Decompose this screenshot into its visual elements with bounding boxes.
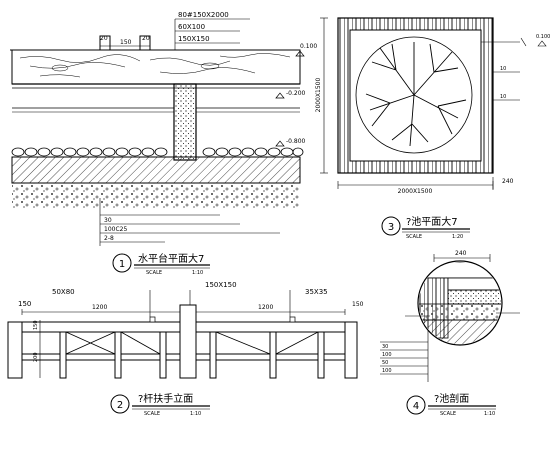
rail-dim-top-4: 150 [18,300,31,308]
layer-note-3: 100C25 [104,226,127,233]
section-layer-4: 50 [382,360,388,366]
layer-note-4: 2-8 [104,235,114,242]
rail-left-dim-2: 200 [33,352,39,362]
plan-callout-3: 10 [500,94,506,100]
rail-span-2: 1200 [258,304,273,311]
section-layer-2: 30 [382,344,388,350]
dim-top-3: 20 [142,35,150,42]
title-2-scale-value: 1:10 [190,411,201,417]
plan-callout-2: 10 [500,66,506,72]
level-bottom: -0.800 [286,138,306,145]
plan-dim-small: 240 [502,178,514,185]
title-3-number: 3 [388,222,394,233]
level-top: 0.100 [300,43,317,50]
plan-level: 0.100 [536,34,550,40]
dim-top-1: 20 [100,35,108,42]
title-1-scale-word: SCALE [146,270,162,276]
layer-note-2: 30 [104,217,112,224]
title-block-1: 1 水平台平面大7 SCALE 1:10 [112,252,210,276]
rail-dim-top-3: 35X35 [305,288,328,296]
title-3-scale-value: 1:20 [452,234,463,240]
callout-line-3: 150X150 [178,35,210,43]
railing-elevation: 50X80 150X150 35X35 150 1200 1200 150 15… [7,281,364,379]
section-layer-3: 100 [382,352,392,358]
rail-dim-top-2: 150X150 [205,281,237,289]
title-4-scale-word: SCALE [440,411,456,417]
title-block-4: 4 ?池剖面 SCALE 1:10 [406,392,496,417]
title-4-number: 4 [413,401,419,412]
rail-span-1: 1200 [92,304,107,311]
rail-dim-top-1: 50X80 [52,288,75,296]
callout-line-2: 60X100 [178,23,205,31]
dim-top-2: 150 [120,39,132,46]
title-block-2: 2 ?杆扶手立面 SCALE 1:10 [110,392,210,417]
title-3-scale-word: SCALE [406,234,422,240]
planter-plan: 10 10 0.100 2000X1500 2000X1500 240 [315,17,550,195]
section-layer-5: 100 [382,368,392,374]
level-mid: -0.200 [286,90,306,97]
title-4-scale-value: 1:10 [484,411,495,417]
title-3-label: ?池平面大7 [406,215,458,228]
rail-left-dim-1: 150 [33,320,39,330]
title-1-scale-value: 1:10 [192,270,203,276]
title-1-number: 1 [119,259,125,270]
callout-line-1: 80#150X2000 [178,11,229,19]
planter-section: 240 30 100 50 100 [380,250,520,382]
deck-section: 80#150X2000 60X100 150X150 20 150 20 0.1… [10,11,317,246]
rail-span-3: 150 [352,301,364,308]
title-1-label: 水平台平面大7 [138,252,204,265]
title-block-3: 3 ?池平面大7 SCALE 1:20 [381,215,470,240]
section-dim-top: 240 [455,250,467,257]
title-2-label: ?杆扶手立面 [138,392,193,405]
plan-dim-side: 2000X1500 [315,77,322,112]
title-4-label: ?池剖面 [434,392,469,405]
title-2-number: 2 [117,400,123,411]
title-2-scale-word: SCALE [144,411,160,417]
plan-dim-bottom: 2000X1500 [398,188,433,195]
